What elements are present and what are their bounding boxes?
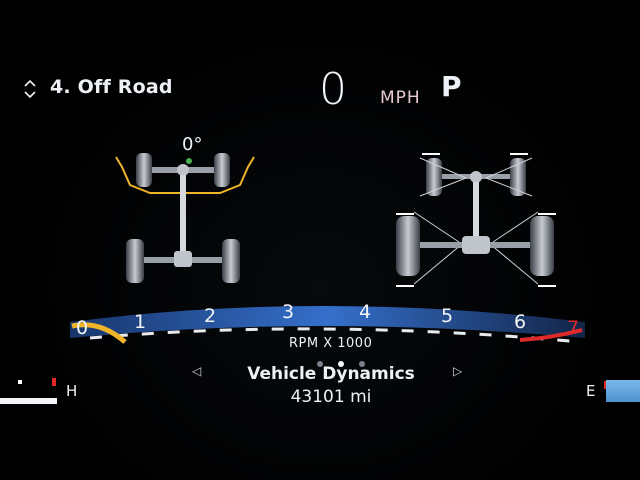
drivetrain-diagram-icon <box>115 153 255 283</box>
drive-mode-label[interactable]: 4. Off Road <box>50 76 173 98</box>
rpm-tick-label: 3 <box>282 301 294 323</box>
speed-unit: MPH <box>380 88 421 108</box>
gear-indicator: P <box>441 70 462 103</box>
traction-diagram-icon <box>396 153 556 287</box>
temperature-tick <box>18 380 22 384</box>
previous-page-icon[interactable]: ◁ <box>192 364 202 378</box>
tachometer-gauge: 0 1 2 3 4 5 6 7 <box>70 301 585 344</box>
page-indicator[interactable] <box>312 352 370 367</box>
next-page-icon[interactable]: ▷ <box>453 364 463 378</box>
page-dot-active[interactable] <box>338 361 345 367</box>
rpm-tick-label: 0 <box>76 317 88 339</box>
page-dot[interactable] <box>359 361 366 367</box>
up-down-arrows-icon[interactable] <box>22 78 38 100</box>
rpm-tick-label: 1 <box>134 311 146 333</box>
fuel-icon: E <box>586 382 596 400</box>
rpm-label: RPM X 1000 <box>289 336 373 351</box>
fuel-level-bar <box>606 380 640 402</box>
tachometer-redline <box>519 328 583 342</box>
odometer: 43101 mi <box>290 387 372 407</box>
rpm-tick-label: 7 <box>567 317 579 339</box>
page-title: Vehicle Dynamics <box>247 364 415 384</box>
tachometer-minor-ticks <box>89 327 581 344</box>
rpm-tick-label: 4 <box>359 301 371 323</box>
temperature-bar <box>0 398 57 404</box>
coolant-temp-icon: H <box>66 382 78 400</box>
speed-value: 0 <box>319 64 347 115</box>
rpm-tick-label: 5 <box>441 305 453 327</box>
page-dot[interactable] <box>317 361 323 367</box>
tachometer-arc <box>70 306 585 338</box>
temperature-hot-tick <box>52 378 56 386</box>
rpm-tick-label: 6 <box>514 311 526 333</box>
steering-angle-readout: 0° <box>182 134 203 155</box>
rpm-tick-label: 2 <box>204 305 216 327</box>
tachometer-needle-zone <box>71 322 127 344</box>
